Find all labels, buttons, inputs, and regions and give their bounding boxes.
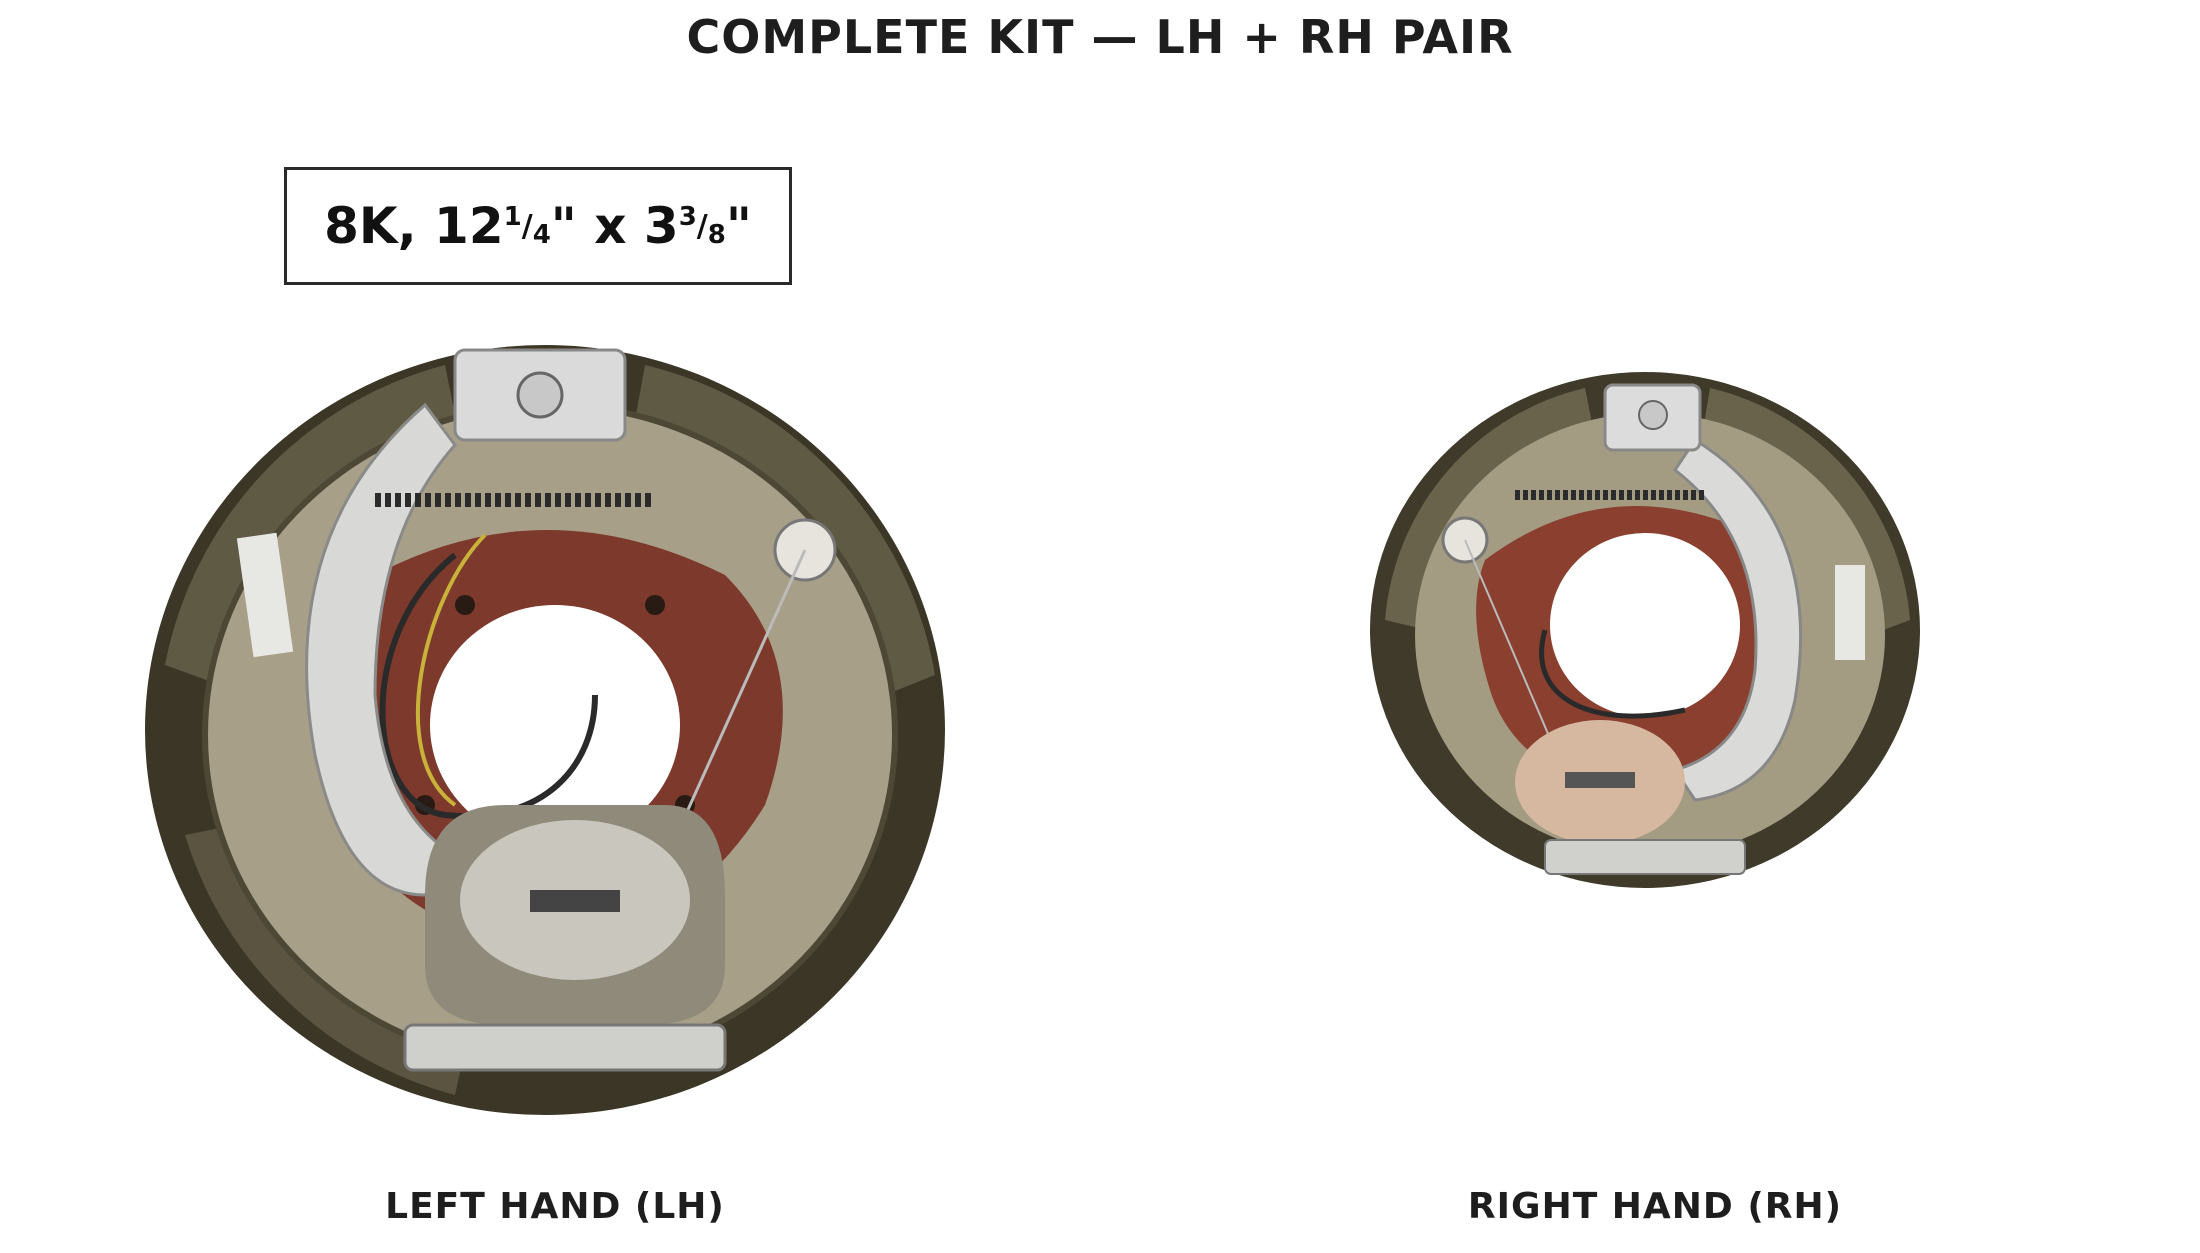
right-hand-label: RIGHT HAND (RH)	[1467, 1186, 1843, 1227]
spec-frac1-denominator: 4	[532, 220, 551, 250]
spec-frac1-numerator: 1	[503, 202, 522, 232]
spec-prefix: 8K, 12	[324, 197, 504, 255]
spec-frac2-denominator: 8	[707, 220, 726, 250]
left-brake-image	[125, 335, 975, 1115]
spec-suffix: "	[725, 197, 752, 255]
right-brake-illustration	[1370, 372, 1920, 888]
page-title: COMPLETE KIT — LH + RH PAIR	[686, 10, 1514, 64]
spec-middle: " x 3	[550, 197, 679, 255]
left-hand-label: LEFT HAND (LH)	[385, 1186, 725, 1227]
spec-frac2-numerator: 3	[678, 202, 697, 232]
right-brake-image	[1365, 370, 1925, 900]
left-brake-illustration	[145, 345, 945, 1115]
spec-badge: 8K, 12 1/4" x 3 3/8"	[284, 167, 792, 285]
